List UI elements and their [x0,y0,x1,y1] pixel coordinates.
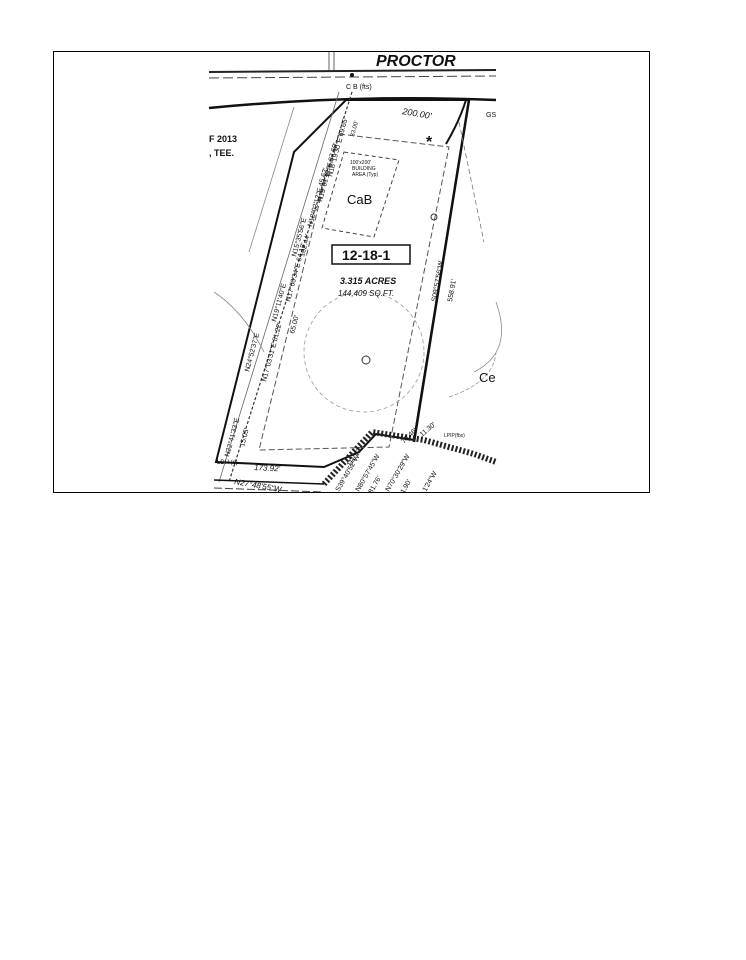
parcel-id: 12-18-1 [342,247,390,263]
parcel-acreage: 3.315 ACRES [340,276,396,286]
bottom-road-line [213,479,325,485]
lot-marker-right: GS [486,112,496,119]
plat-frame: * PROCTOR C B (fts) GS F 2013 , TEE. 200… [53,51,650,493]
parcel-square-feet: 144,409 SQ.FT. [338,289,394,298]
lot-marker-bottom-left: LDH (s) [217,460,238,466]
soil-unit-right: Ce [479,370,496,385]
bearing-right-distance: 558.91' [447,279,458,303]
contour-arc-left [213,291,265,353]
utility-symbol [430,213,438,221]
building-area-box [321,151,400,238]
bearing-bottom-segment: 173.92' [254,463,281,473]
bearing-label: 33.00' [350,120,360,137]
left-contour [248,106,295,253]
right-boundary [412,99,471,443]
lot-marker-bottom-right: LPIP(fbs) [444,433,465,439]
building-note-line: 100'x200' [350,160,371,166]
building-note-line: BUILDING [352,166,376,172]
survey-plat-map: * PROCTOR C B (fts) GS F 2013 , TEE. 200… [208,52,502,492]
left-note-year: F 2013 [209,134,237,144]
left-boundary-line [218,91,340,483]
parcel-id-box [331,244,411,265]
well-symbol [361,355,371,365]
septic-area [303,291,425,413]
street-name-label: PROCTOR [376,53,456,70]
road-line-top [208,69,497,73]
building-setback [258,133,450,451]
bearing-label: 65.00' [289,314,301,334]
soil-unit-main: CaB [347,192,372,207]
right-contour [458,121,485,243]
corner-curve [445,99,467,145]
scan-region [209,52,496,492]
left-boundary-hatch [228,91,353,483]
centerline-label: C B (fts) [346,84,372,91]
bearing-label: 15.05' [239,427,251,447]
contour-arc [473,301,502,373]
bottom-road-dash [213,487,325,492]
road-line-dash [208,75,497,79]
left-note-text: , TEE. [209,148,234,158]
star-marker: * [426,134,433,151]
contour-arc [448,351,497,398]
centerline-point [350,73,354,77]
building-note-line: AREA (Typ) [352,172,378,178]
